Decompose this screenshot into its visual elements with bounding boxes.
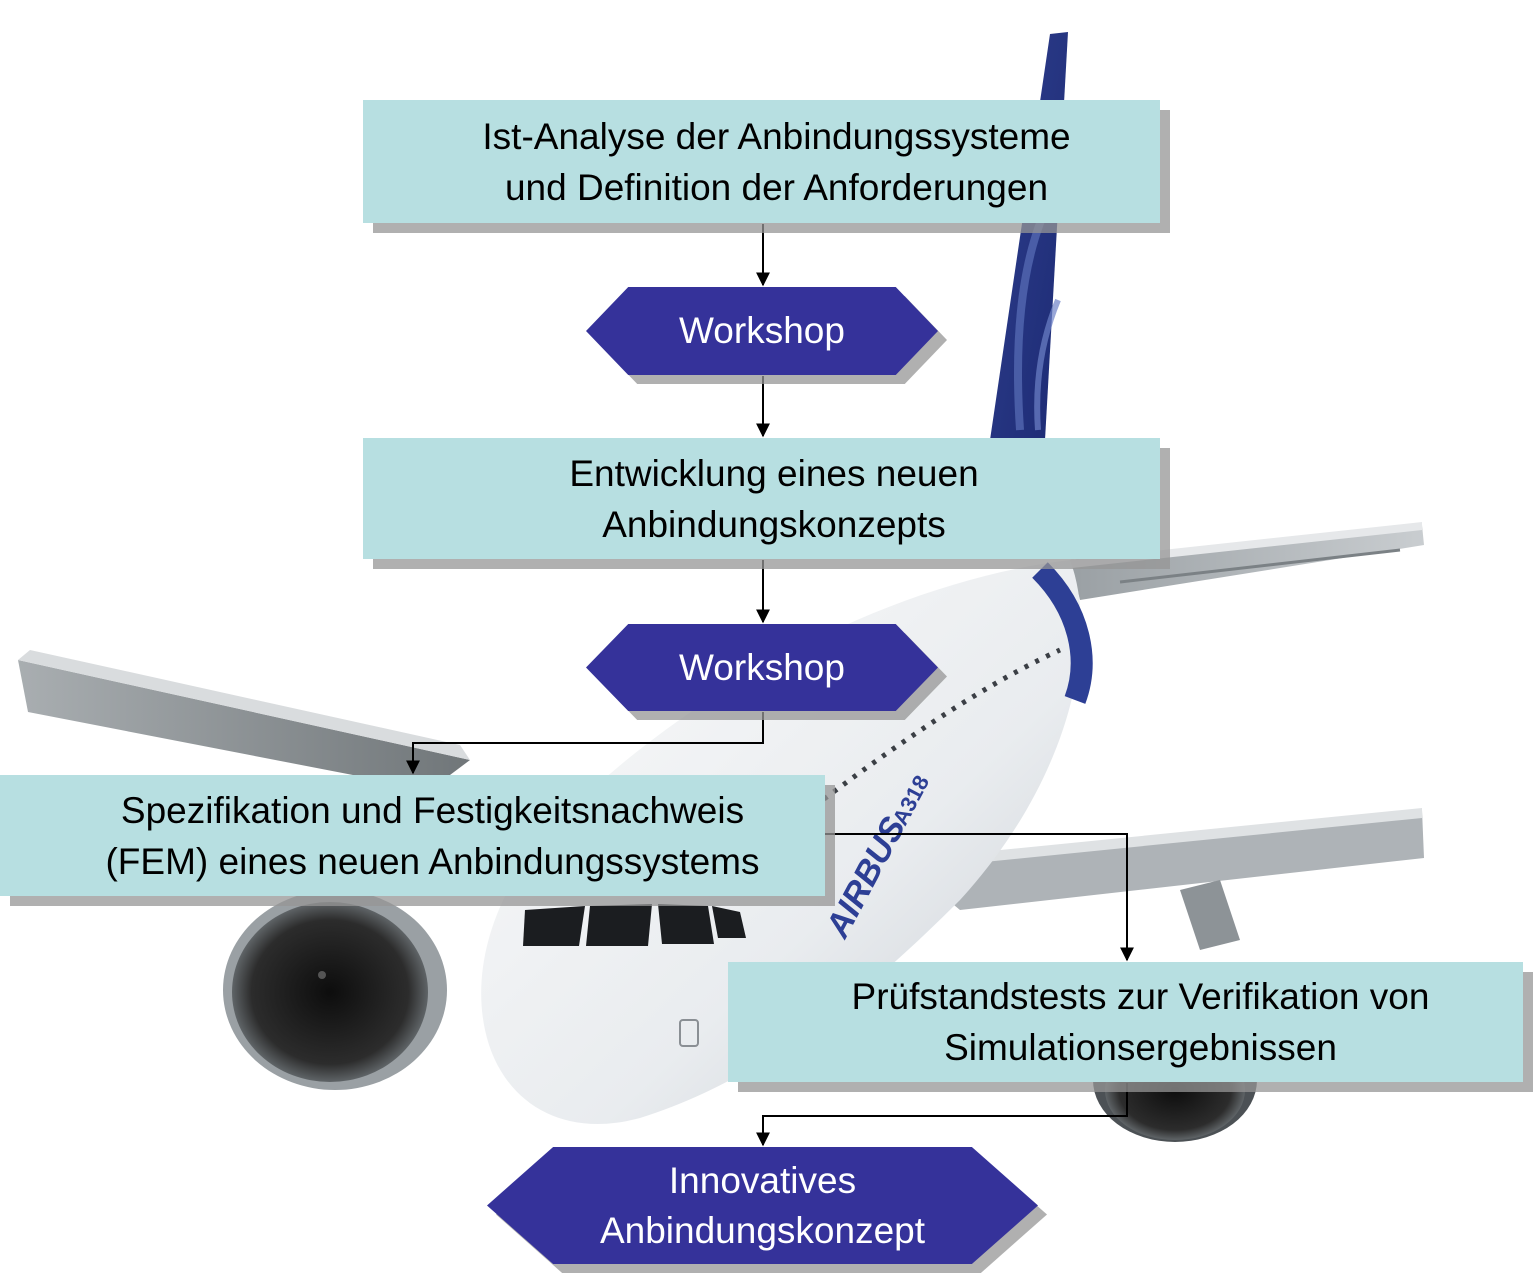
workshop-1-hexagon: Workshop — [586, 287, 938, 375]
step-entwicklung-line-2: Anbindungskonzepts — [602, 499, 946, 550]
step-ist-analyse-line-2: und Definition der Anforderungen — [505, 162, 1048, 213]
step-ist-analyse-box: Ist-Analyse der Anbindungssysteme und De… — [363, 100, 1160, 223]
step-entwicklung-box: Entwicklung eines neuen Anbindungskonzep… — [363, 438, 1160, 559]
connector-pruefstand-to-ergebnis — [763, 1083, 1127, 1145]
step-pruefstand-box: Prüfstandstests zur Verifikation von Sim… — [728, 962, 1523, 1082]
workshop-2-label: Workshop — [679, 643, 845, 693]
result-hexagon: Innovatives Anbindungskonzept — [487, 1147, 1038, 1264]
step-ist-analyse-line-1: Ist-Analyse der Anbindungssysteme — [482, 111, 1070, 162]
step-spezifikation-box: Spezifikation und Festigkeitsnachweis (F… — [0, 775, 825, 896]
step-spezifikation-line-2: (FEM) eines neuen Anbindungssystems — [105, 836, 759, 887]
result-line-2: Anbindungskonzept — [600, 1206, 925, 1256]
workshop-2-hexagon: Workshop — [586, 624, 938, 711]
connector-workshop2-to-spezifikation — [413, 712, 763, 773]
step-entwicklung-line-1: Entwicklung eines neuen — [569, 448, 978, 499]
step-pruefstand-line-1: Prüfstandstests zur Verifikation von — [852, 971, 1430, 1022]
step-spezifikation-line-1: Spezifikation und Festigkeitsnachweis — [121, 785, 744, 836]
step-pruefstand-line-2: Simulationsergebnissen — [944, 1022, 1337, 1073]
result-line-1: Innovatives — [669, 1156, 856, 1206]
connector-spezifikation-to-pruefstand — [825, 834, 1127, 960]
workshop-1-label: Workshop — [679, 306, 845, 356]
